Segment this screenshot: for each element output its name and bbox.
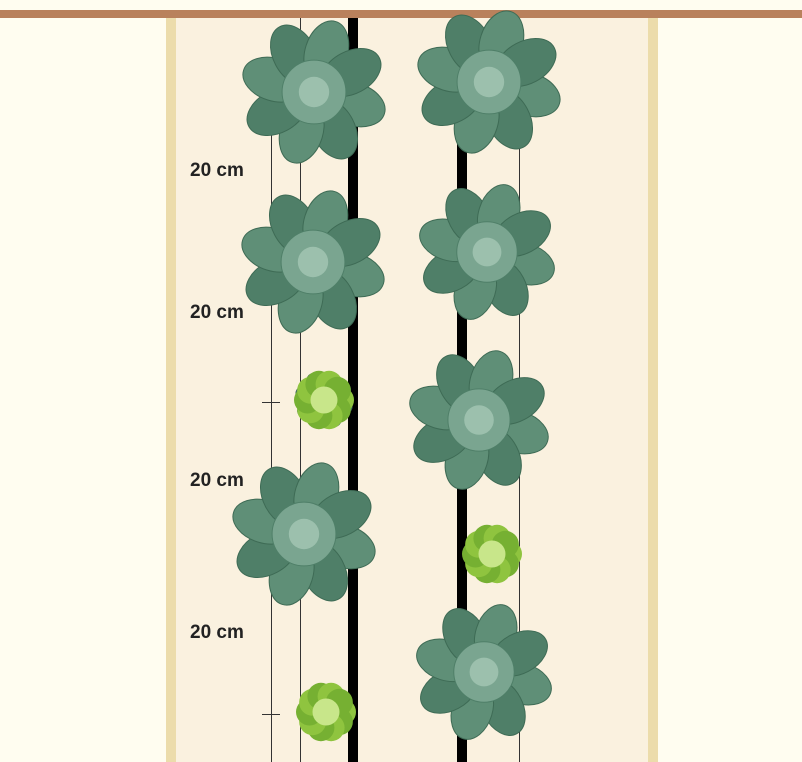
bed-edge-right — [648, 18, 658, 762]
spacing-label: 20 cm — [190, 160, 244, 182]
cabbage-plant — [410, 175, 564, 329]
spacing-label: 20 cm — [190, 470, 244, 492]
cabbage-plant — [223, 453, 385, 615]
cabbage-plant — [408, 1, 570, 163]
cabbage-plant — [400, 341, 558, 499]
lettuce-plant — [458, 520, 526, 588]
lettuce-plant — [292, 678, 360, 746]
spacing-label: 20 cm — [190, 302, 244, 324]
bed-edge-left — [166, 18, 176, 762]
spacing-label: 20 cm — [190, 622, 244, 644]
spacing-tick — [262, 714, 280, 715]
cabbage-plant — [233, 11, 395, 173]
bed-top-border — [0, 10, 802, 18]
cabbage-plant — [407, 595, 561, 749]
cabbage-plant — [232, 181, 394, 343]
spacing-tick — [262, 402, 280, 403]
lettuce-plant — [290, 366, 358, 434]
